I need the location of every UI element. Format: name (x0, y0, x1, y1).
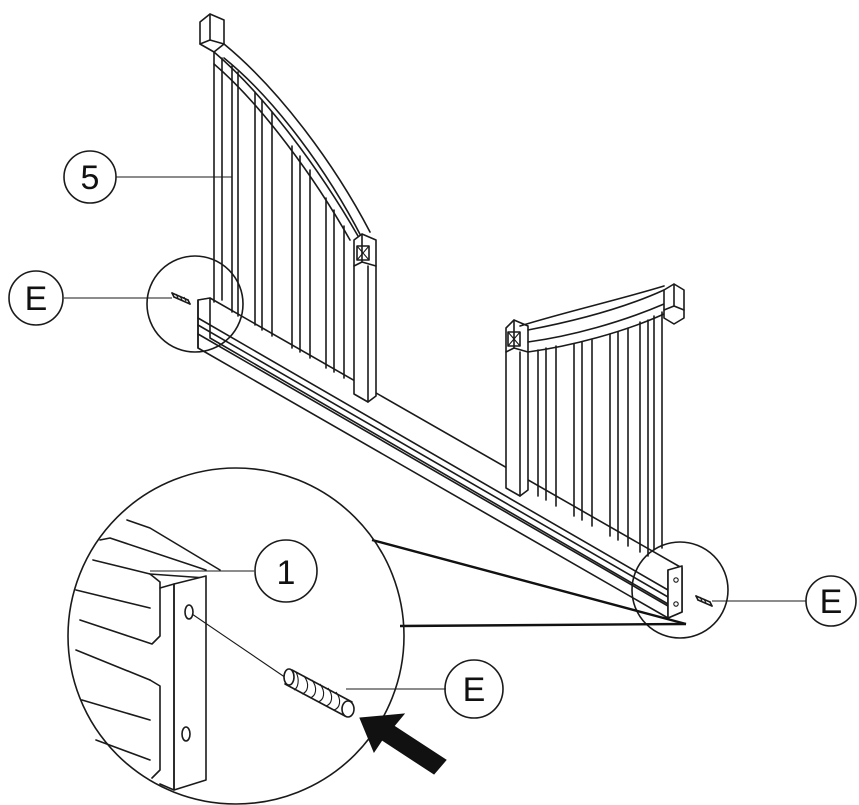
callout-e-right: E (805, 575, 857, 627)
dowel-left (171, 292, 191, 305)
callout-e-left: E (8, 270, 64, 326)
arrow-icon (359, 713, 447, 775)
callout-part-5-label: 5 (81, 159, 100, 197)
left-detail-circle (146, 255, 244, 353)
callout-e-detail: E (444, 659, 504, 719)
zoom-connector-upper (371, 538, 687, 626)
callout-part-5: 5 (63, 150, 117, 204)
left-headboard-panel (199, 13, 377, 403)
rail-end-face (667, 565, 683, 619)
callout-part-1: 1 (254, 539, 318, 603)
zoom-circle (67, 467, 405, 805)
dowel-right (695, 595, 713, 607)
zoom-detail (67, 467, 447, 805)
right-detail-circle (631, 541, 729, 639)
dowel-large (283, 668, 355, 718)
zoom-connector-lower (399, 622, 687, 628)
right-headboard-panel (505, 283, 685, 557)
callout-e-left-label: E (25, 280, 48, 318)
callout-part-1-label: 1 (277, 554, 296, 592)
callout-e-right-label: E (820, 583, 843, 621)
callout-e-detail-label: E (463, 671, 486, 709)
bottom-rail (197, 297, 683, 619)
